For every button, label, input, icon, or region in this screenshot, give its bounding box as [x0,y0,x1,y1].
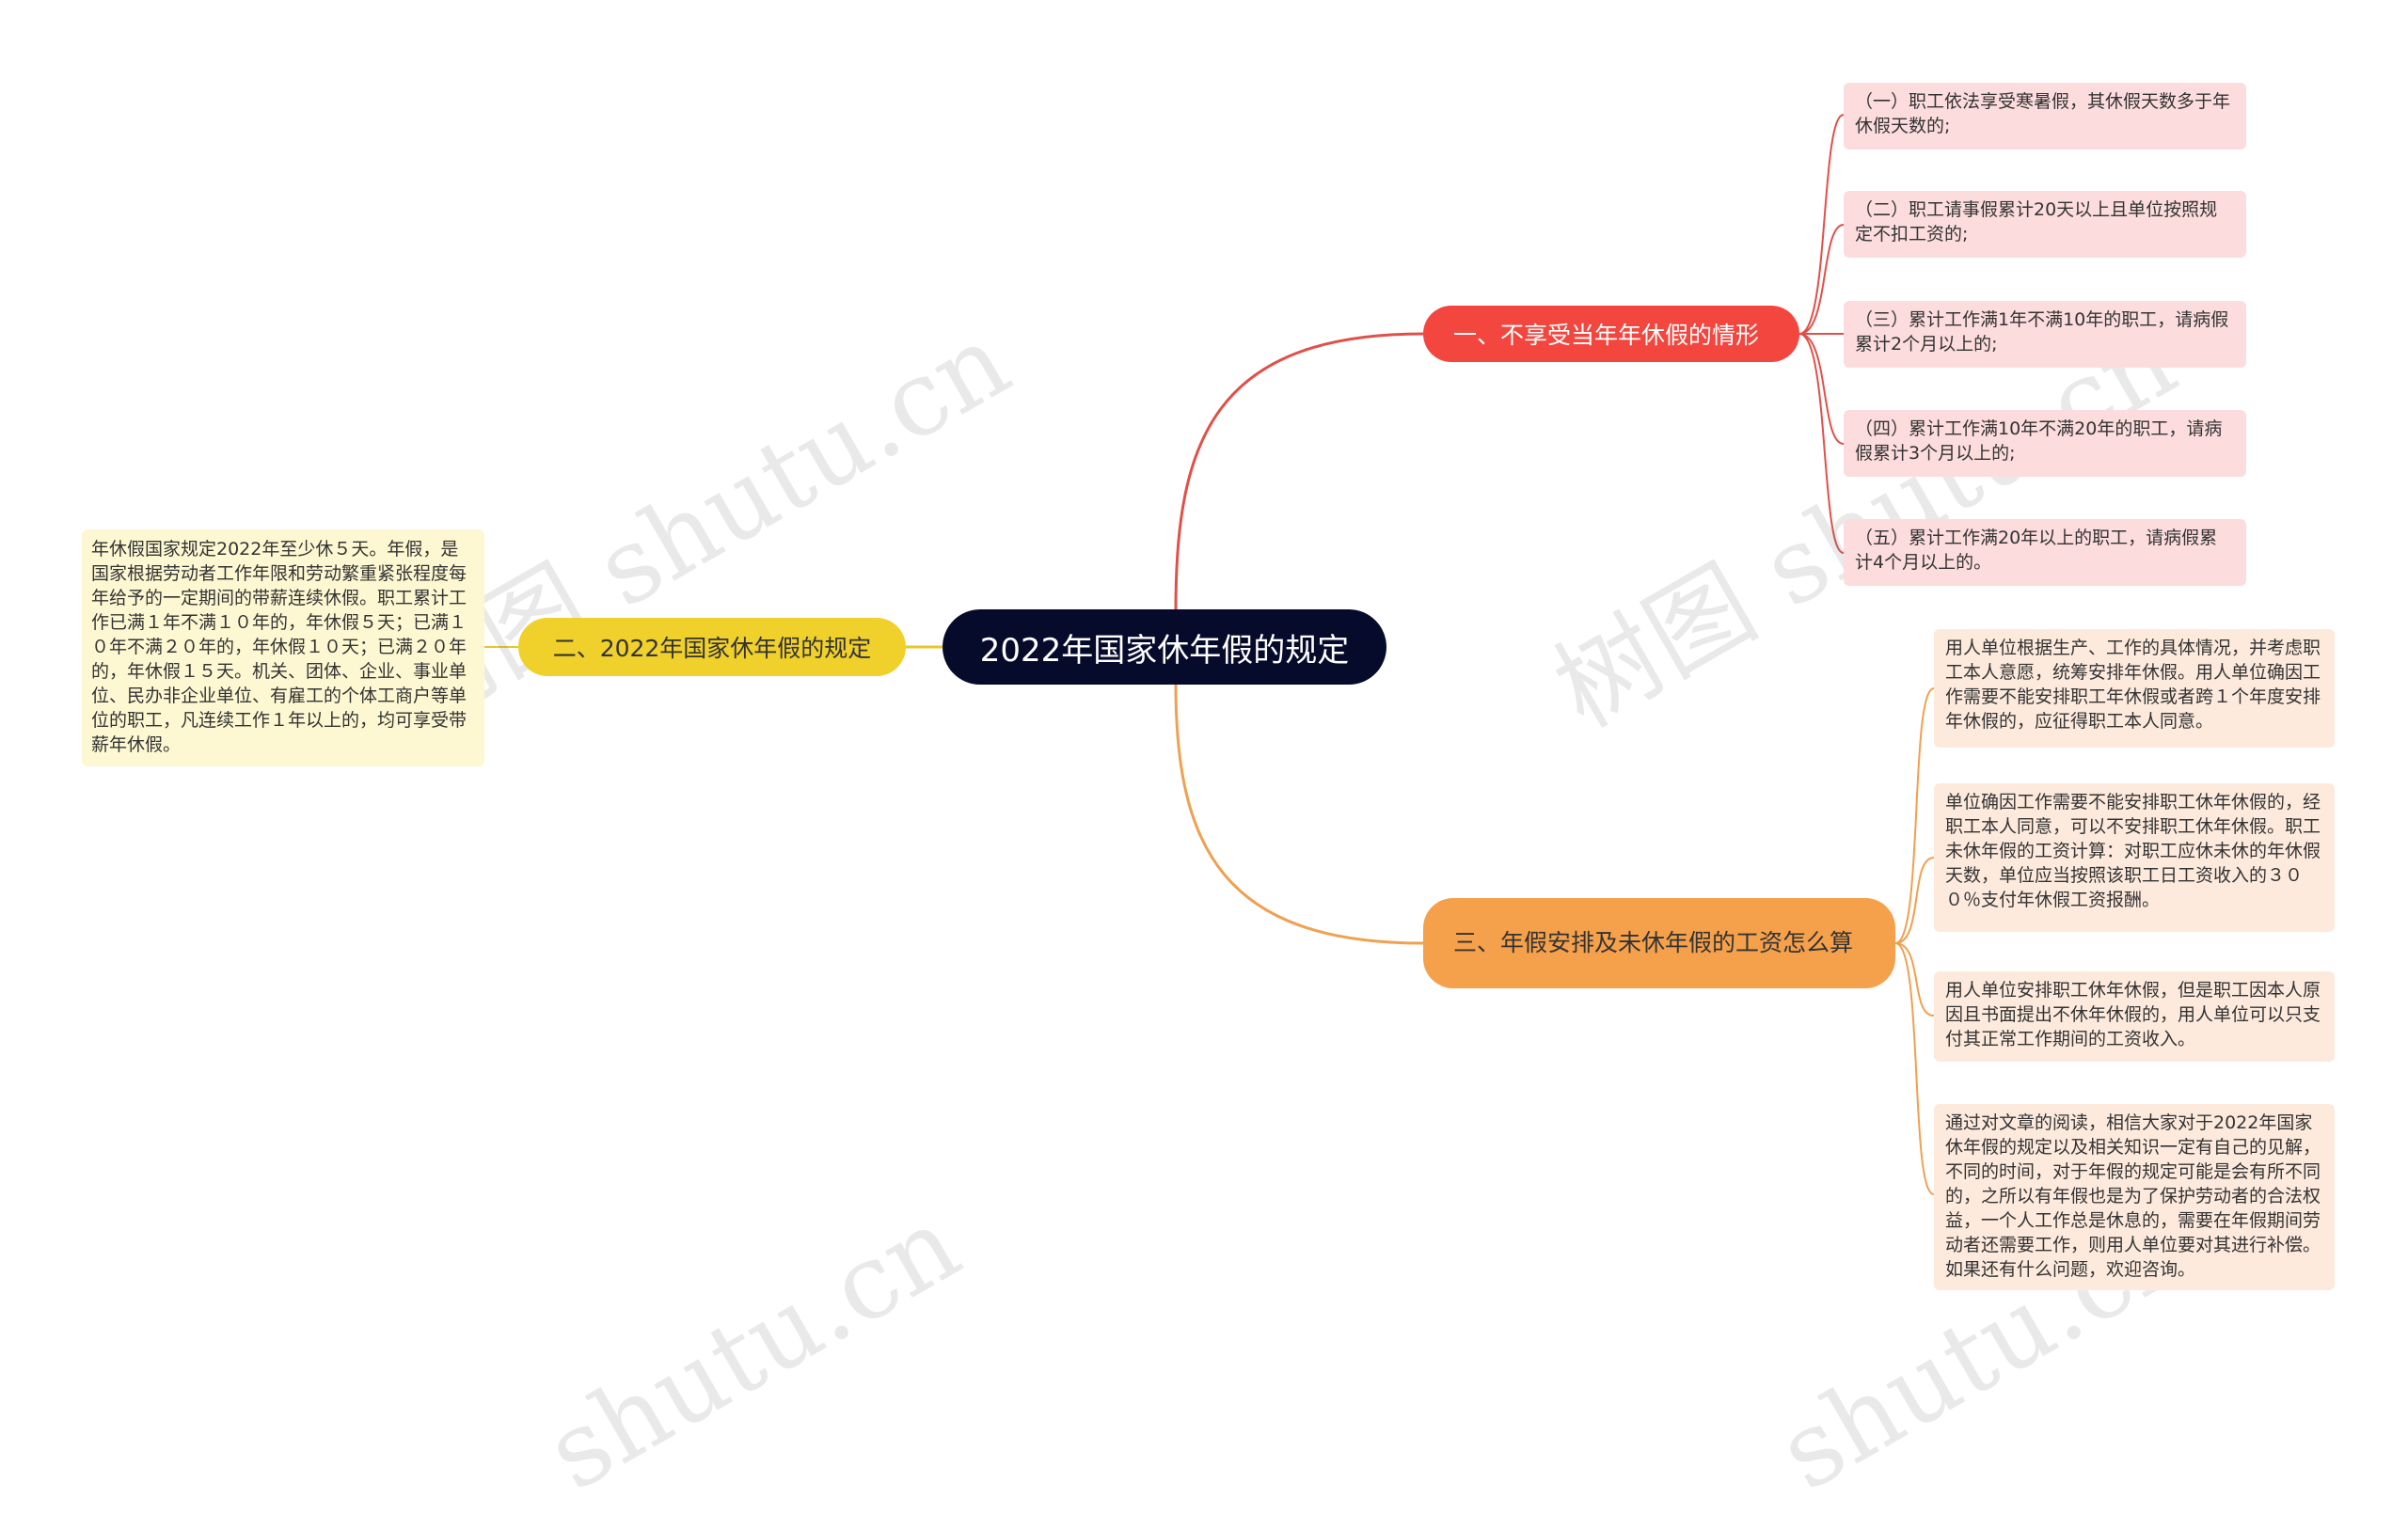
leaf-not-entitled-2[interactable]: （二）职工请事假累计20天以上且单位按照规定不扣工资的; [1844,191,2246,258]
leaf-not-entitled-1[interactable]: （一）职工依法享受寒暑假，其休假天数多于年休假天数的; [1844,83,2246,150]
link-b1-leaf5 [1798,333,1845,554]
mindmap-canvas: 树图 shutu.cn 树图 shutu.cn shutu.cn shutu.c… [82,83,2335,1514]
link-b3-leaf1 [1894,687,1935,944]
central-topic[interactable]: 2022年国家休年假的规定 [943,609,1386,685]
branch-arrangement-pay-label: 三、年假安排及未休年假的工资怎么算 [1453,929,1854,956]
link-b1-leaf2 [1798,224,1845,335]
branch-not-entitled[interactable]: 一、不享受当年年休假的情形 [1423,306,1799,362]
leaf-arrangement-3[interactable]: 用人单位安排职工休年休假，但是职工因本人原因且书面提出不休年休假的，用人单位可以… [1934,971,2335,1062]
leaf-not-entitled-3[interactable]: （三）累计工作满1年不满10年的职工，请病假累计2个月以上的; [1844,301,2246,368]
link-center-branch1 [1174,332,1424,610]
link-b3-leaf4 [1894,942,1935,1195]
link-b3-leaf2 [1894,857,1935,944]
leaf-not-entitled-5[interactable]: （五）累计工作满20年以上的职工，请病假累计4个月以上的。 [1844,519,2246,586]
leaf-not-entitled-4[interactable]: （四）累计工作满10年不满20年的职工，请病假累计3个月以上的; [1844,410,2246,477]
link-center-branch3 [1174,684,1424,945]
link-b1-leaf4 [1798,333,1845,445]
leaf-regulation-1[interactable]: 年休假国家规定2022年至少休５天。年假，是国家根据劳动者工作年限和劳动繁重紧张… [82,529,484,766]
link-b3-leaf3 [1894,942,1935,1017]
branch-arrangement-pay[interactable]: 三、年假安排及未休年假的工资怎么算 [1423,898,1895,988]
link-b1-leaf1 [1798,114,1845,335]
leaf-arrangement-4[interactable]: 通过对文章的阅读，相信大家对于2022年国家休年假的规定以及相关知识一定有自己的… [1934,1104,2335,1290]
leaf-arrangement-2[interactable]: 单位确因工作需要不能安排职工休年休假的，经职工本人同意，可以不安排职工休年休假。… [1934,783,2335,932]
branch-regulation[interactable]: 二、2022年国家休年假的规定 [518,618,906,676]
leaf-arrangement-1[interactable]: 用人单位根据生产、工作的具体情况，并考虑职工本人意愿，统筹安排年休假。用人单位确… [1934,629,2335,748]
connector-lines [484,114,1935,1195]
